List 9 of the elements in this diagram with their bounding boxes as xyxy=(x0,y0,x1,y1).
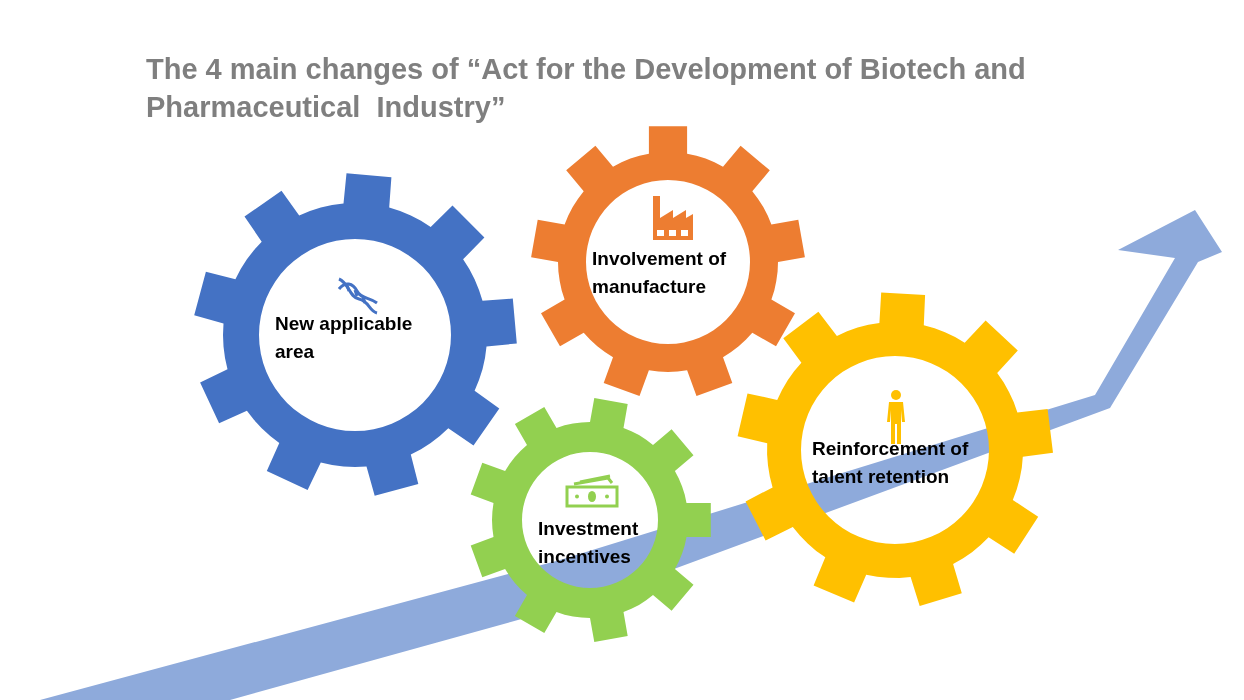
gear-label: Reinforcement of talent retention xyxy=(812,437,970,489)
gear-label: Investment incentives xyxy=(538,517,640,569)
gear-label: Involvement of manufacture xyxy=(592,247,728,299)
gear xyxy=(468,398,712,642)
gear-label: New applicable area xyxy=(275,312,414,364)
gear xyxy=(737,292,1053,608)
title: The 4 main changes of “Act for the Development of Biotech and Pharmaceutical Industry” xyxy=(146,52,1027,125)
gear xyxy=(531,125,805,399)
gear xyxy=(193,173,517,497)
